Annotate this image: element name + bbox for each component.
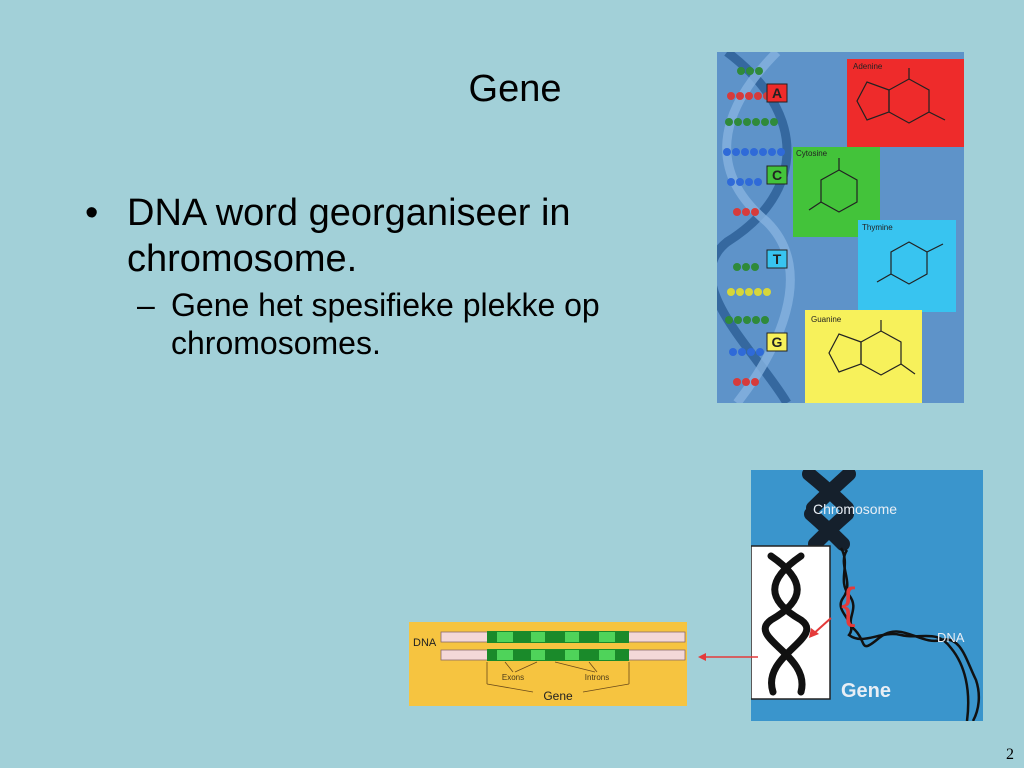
cytosine-structure	[808, 158, 858, 213]
base-letter-t: T	[766, 249, 788, 269]
gene-figure-dna-label: DNA	[413, 637, 437, 649]
sub-bullet-item: – Gene het spesifieke plekke op chromoso…	[129, 286, 685, 362]
bullet-list: • DNA word georganiseer in chromosome. –…	[85, 190, 685, 362]
page-number: 2	[1006, 746, 1014, 763]
chromosome-shape	[802, 470, 856, 551]
chromosome-figure: Chromosome DNA { Gene	[751, 470, 983, 721]
bullet-text: DNA word georganiseer in chromosome.	[127, 192, 571, 280]
dna-strand	[839, 549, 970, 721]
label-pointer-lines	[486, 661, 630, 693]
connector-arrow-icon	[698, 653, 758, 661]
base-pair-dots	[723, 67, 785, 386]
exons-label: Exons	[502, 673, 524, 682]
letter-c: C	[772, 167, 782, 183]
guanine-structure	[828, 320, 916, 376]
letter-t: T	[773, 251, 782, 267]
gene-structure-figure: DNA Exons Introns Gene	[409, 622, 687, 706]
chromosome-label: Chromosome	[813, 501, 897, 517]
thymine-label: Thymine	[862, 223, 893, 232]
sub-bullet-marker: –	[137, 287, 155, 323]
adenine-structure	[856, 68, 946, 124]
thymine-structure	[876, 241, 944, 285]
gene-region	[487, 631, 629, 661]
cytosine-label: Cytosine	[796, 149, 828, 158]
gene-figure-gene-label: Gene	[543, 689, 573, 703]
letter-a: A	[772, 85, 782, 101]
base-letter-c: C	[766, 165, 788, 185]
letter-g: G	[772, 334, 783, 350]
base-letter-a: A	[766, 83, 788, 103]
guanine-label: Guanine	[811, 315, 842, 324]
sub-bullet-text: Gene het spesifieke plekke op chromosome…	[171, 287, 600, 361]
bullet-item: • DNA word georganiseer in chromosome.	[85, 190, 685, 282]
bullet-marker: •	[85, 192, 99, 234]
gene-label: Gene	[841, 680, 891, 702]
adenine-panel: Adenine	[847, 59, 964, 147]
base-letter-g: G	[766, 332, 788, 352]
dna-label: DNA	[937, 630, 965, 645]
adenine-label: Adenine	[853, 62, 883, 71]
introns-label: Introns	[585, 673, 609, 682]
guanine-panel: Guanine	[805, 310, 922, 403]
zoomed-dna-helix	[761, 552, 811, 696]
dna-bases-figure: A C T G Adenine Cytosine Thymine	[717, 52, 964, 403]
gene-brace-icon: {	[841, 579, 856, 628]
slide-title: Gene	[468, 68, 562, 110]
zoom-arrow-icon	[809, 617, 832, 638]
thymine-panel: Thymine	[858, 220, 956, 312]
